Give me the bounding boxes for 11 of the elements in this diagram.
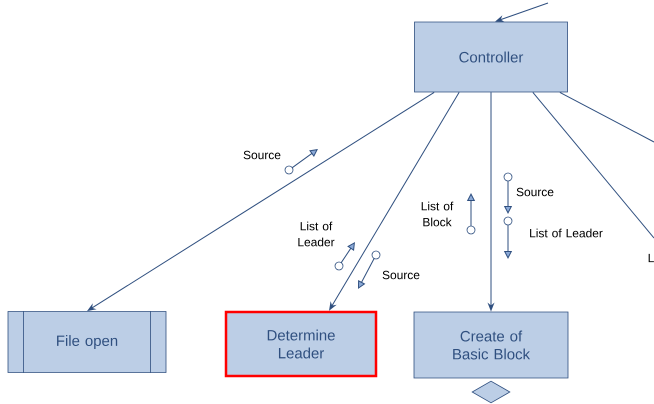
predefined-process-box: File open [8,310,166,374]
data-label: Source [516,188,554,196]
data-label: L [648,254,654,262]
data-label: List of Block [422,202,454,226]
highlighted-process-box: Determine Leader [224,310,378,378]
data-label: Source [382,270,420,280]
process-box: Create of Basic Block [414,312,568,378]
data-label: Source [244,150,280,160]
process-box: Controller [414,22,568,92]
data-label: List of Leader [530,228,603,238]
data-label: List of Leader [298,222,334,246]
